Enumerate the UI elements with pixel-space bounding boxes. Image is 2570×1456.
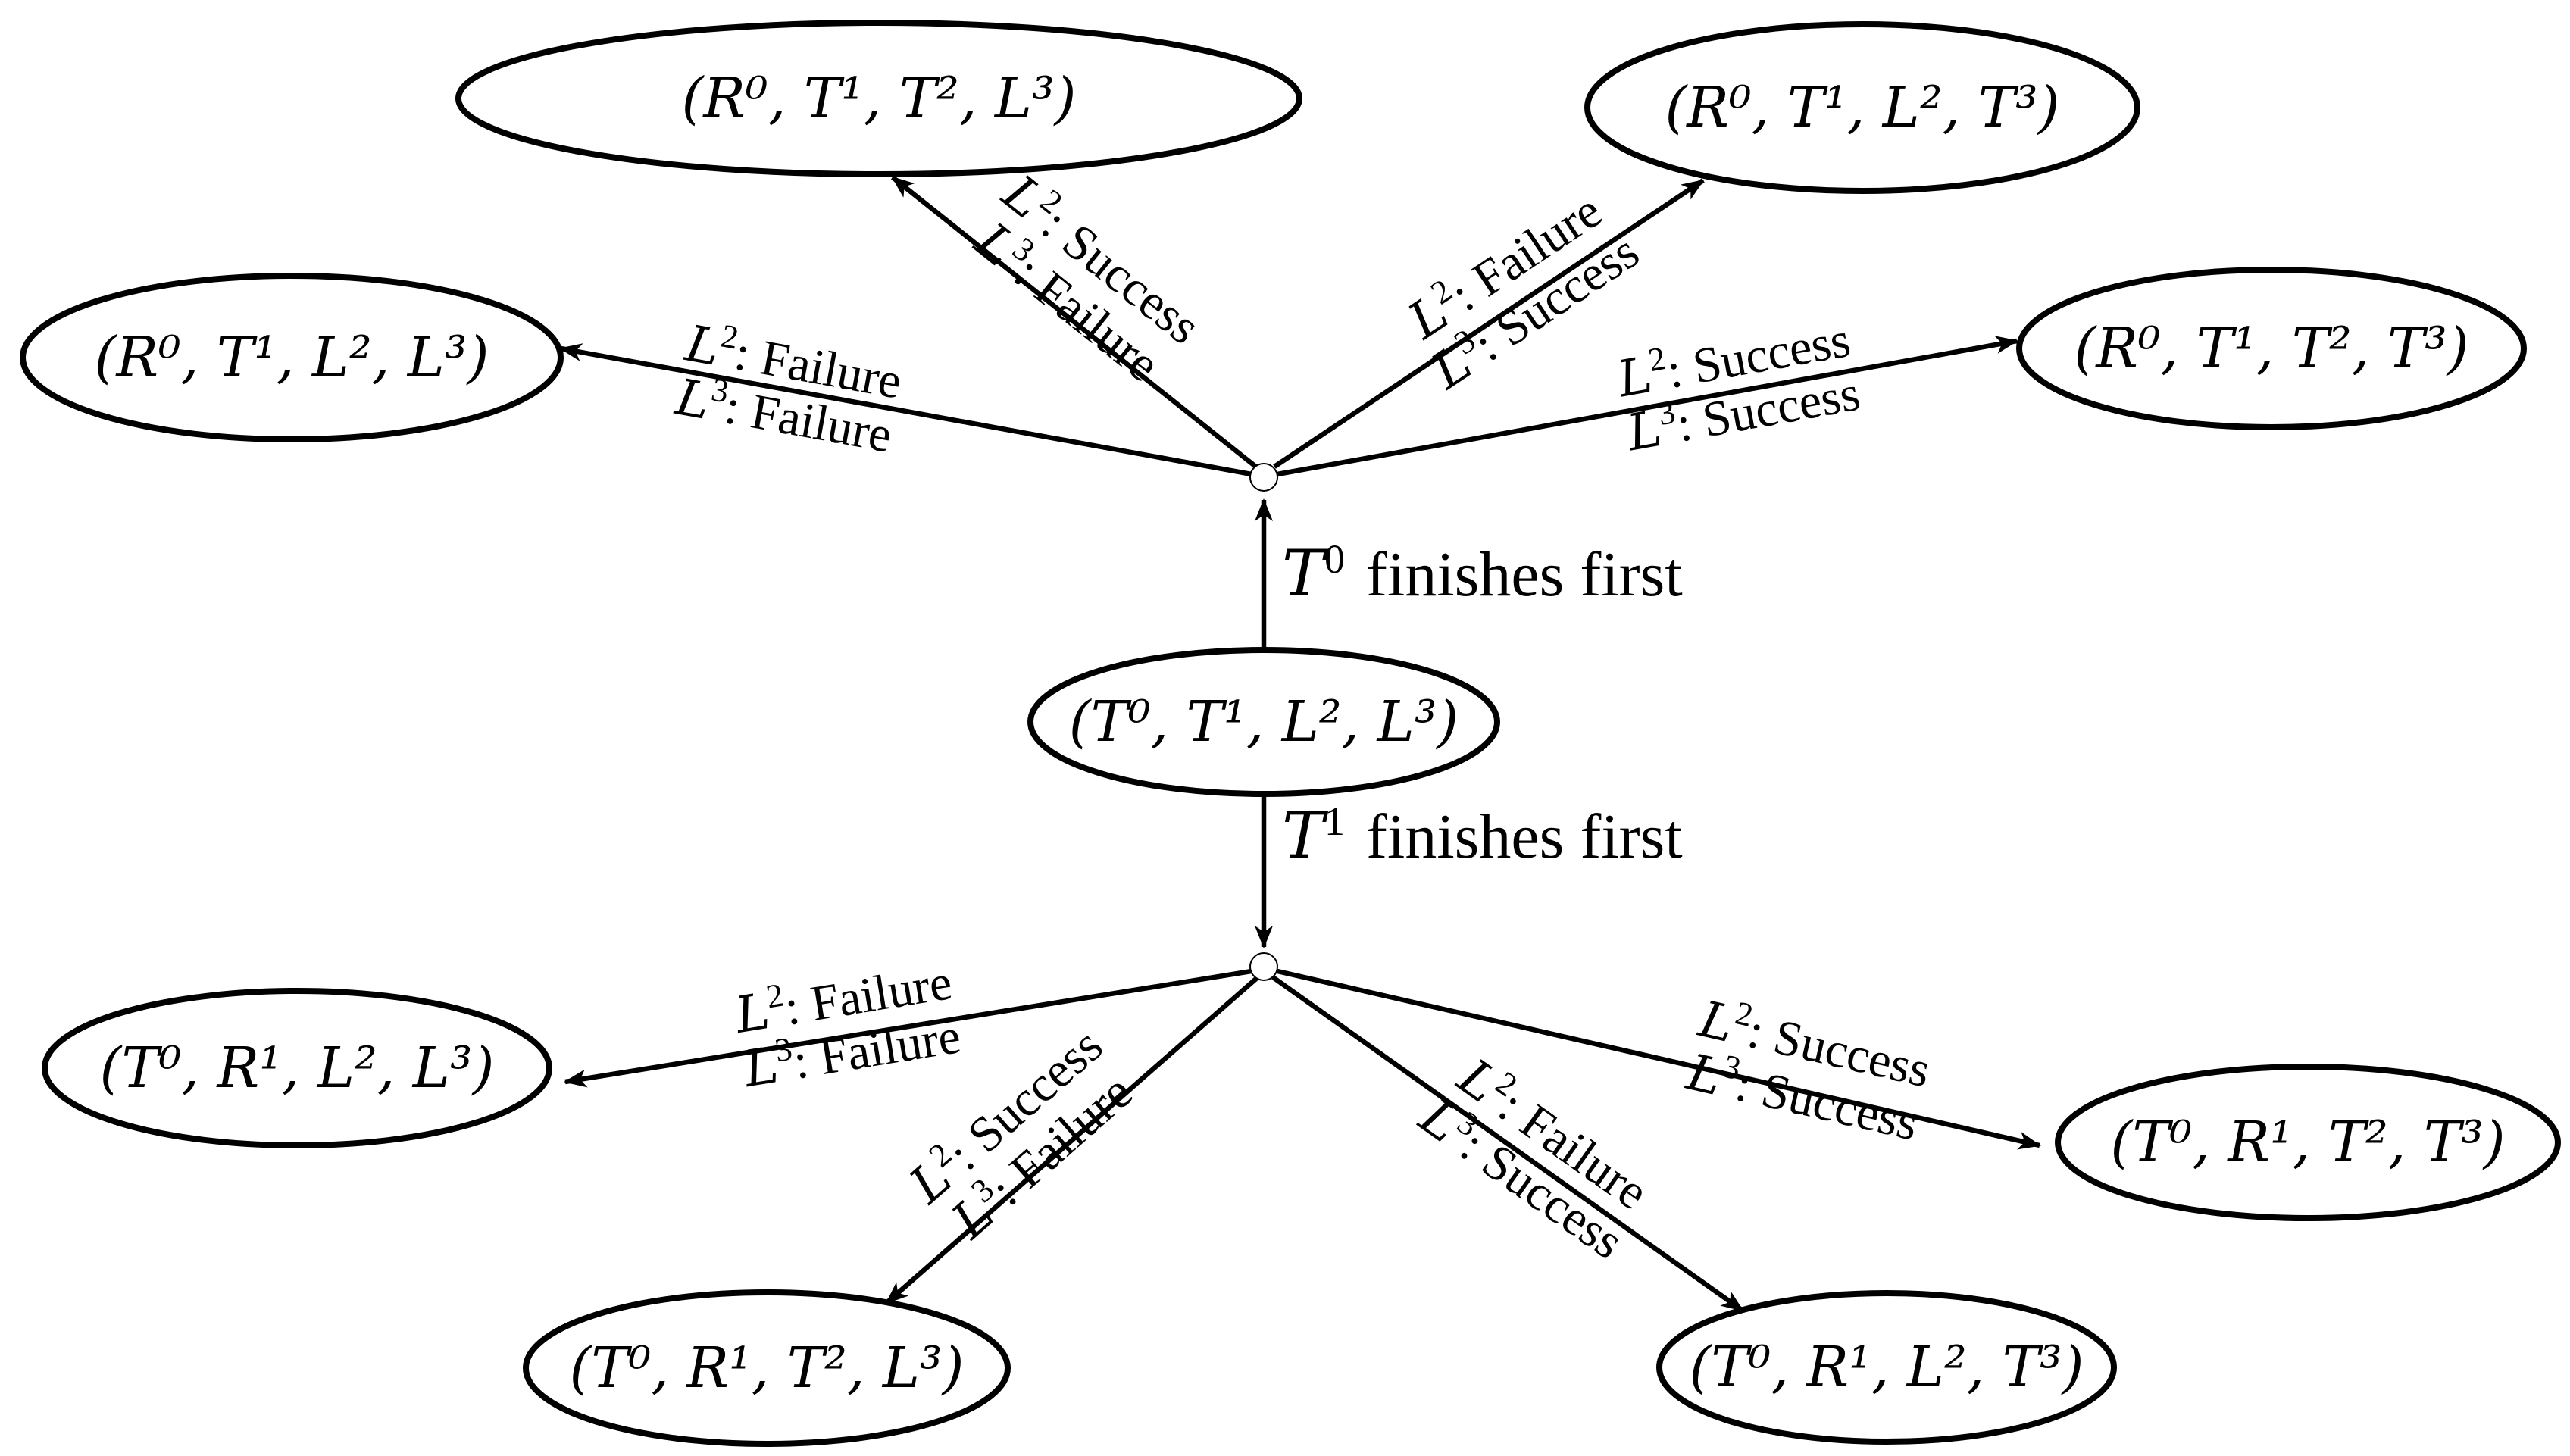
edge-arrow-e5 <box>564 968 1252 1088</box>
edge-arrow-e1 <box>890 175 1260 470</box>
transition-sup: 0 <box>1324 536 1345 582</box>
state-label: (R⁰, T¹, L², L³) <box>95 325 489 390</box>
state-label: (R⁰, T¹, T², T³) <box>2074 316 2468 381</box>
edge-arrow-e8 <box>1271 975 1744 1313</box>
state-label: (T⁰, R¹, T², L³) <box>569 1336 964 1401</box>
state-label: (T⁰, R¹, L², T³) <box>1689 1335 2084 1400</box>
transition-label-t0: T0 finishes first <box>1282 536 1683 611</box>
edge-arrow-e4 <box>1277 336 2018 477</box>
state-label: (T⁰, R¹, L², L³) <box>100 1036 495 1101</box>
state-node-s7: (T⁰, R¹, T², L³) <box>523 1289 1011 1447</box>
state-label: (R⁰, T¹, T², L³) <box>681 66 1076 131</box>
transition-label-t1: T1 finishes first <box>1282 798 1683 873</box>
state-node-s6: (T⁰, R¹, T², T³) <box>2055 1064 2561 1221</box>
state-node-s0: (T⁰, T¹, L², L³) <box>1027 647 1500 797</box>
state-node-s1: (R⁰, T¹, T², L³) <box>455 20 1302 177</box>
edge-label-e4: L2: Success L3: Success <box>1612 312 1864 463</box>
edge-arrow-e3 <box>559 343 1252 477</box>
transition-text: finishes first <box>1366 539 1683 610</box>
junction-after-t1 <box>1249 952 1278 981</box>
edge-arrow-e6 <box>1277 968 2041 1150</box>
edge-label-e8: L2: Failure L3: Success <box>1409 1047 1659 1270</box>
edge-label-e6: L2: Success L3: Success <box>1681 989 1935 1151</box>
edge-arrow-e2 <box>1273 178 1705 469</box>
state-label: (T⁰, R¹, T², T³) <box>2110 1110 2505 1175</box>
transition-sup: 1 <box>1324 798 1345 844</box>
edge-arrow-e7 <box>884 975 1260 1305</box>
state-node-s3: (R⁰, T¹, L², L³) <box>20 273 564 442</box>
state-node-s5: (T⁰, R¹, L², L³) <box>42 988 552 1148</box>
edge-label-e3: L2: Failure L3: Failure <box>671 314 905 463</box>
state-label: (R⁰, T¹, L², T³) <box>1665 75 2059 140</box>
state-node-s8: (T⁰, R¹, L², T³) <box>1656 1290 2117 1445</box>
transition-var: T <box>1282 798 1329 873</box>
transition-text: finishes first <box>1366 801 1683 872</box>
state-node-s2: (R⁰, T¹, L², T³) <box>1584 21 2140 194</box>
state-label: (T⁰, T¹, L², L³) <box>1069 689 1459 755</box>
junction-after-t0 <box>1249 463 1278 492</box>
transition-var: T <box>1282 536 1329 611</box>
edge-label-e1: L2: Success L3: Failure <box>964 163 1210 392</box>
edge-label-e5: L2: Failure L3: Failure <box>730 955 965 1098</box>
state-node-s4: (R⁰, T¹, T², T³) <box>2016 267 2527 430</box>
